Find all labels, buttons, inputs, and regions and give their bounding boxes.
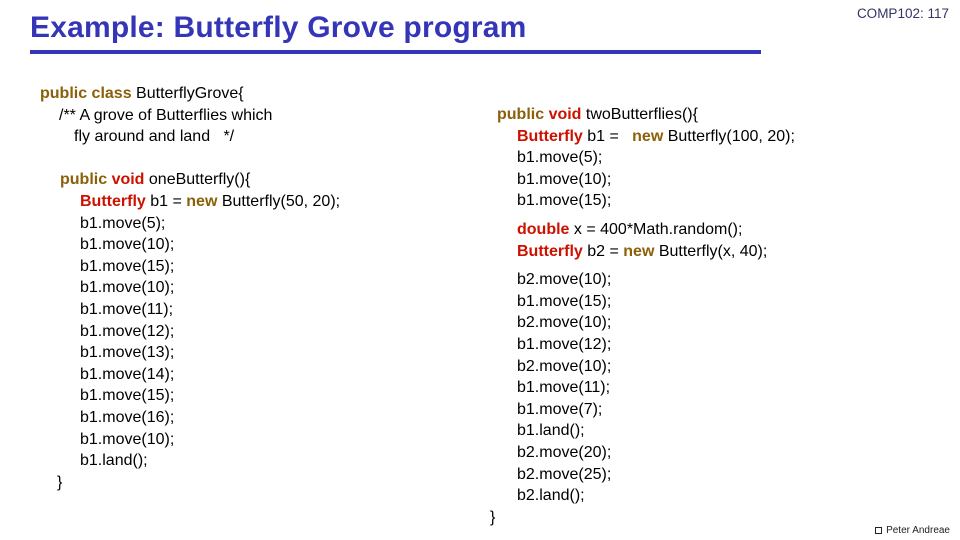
code-line: public void twoButterflies(){ — [490, 104, 795, 126]
code-line: b2.move(25); — [490, 464, 795, 486]
code-line: public void oneButterfly(){ — [40, 169, 340, 191]
code-line: b1.move(14); — [40, 364, 340, 386]
code-segment: void — [111, 171, 149, 189]
code-line: b1.move(5); — [40, 213, 340, 235]
code-segment: } — [57, 473, 63, 491]
code-line: double x = 400*Math.random(); — [490, 219, 795, 241]
code-line: b1.move(15); — [40, 385, 340, 407]
code-line: } — [40, 472, 340, 494]
code-line: b1.move(11); — [40, 299, 340, 321]
code-segment: b1.move(10); — [80, 236, 175, 254]
code-segment: Butterfly — [80, 192, 151, 210]
code-line: fly around and land */ — [40, 126, 340, 148]
code-line: b1.land(); — [40, 450, 340, 472]
code-segment: public — [497, 106, 549, 123]
code-line: Butterfly b2 = new Butterfly(x, 40); — [490, 241, 795, 263]
code-line: b1.move(11); — [490, 377, 795, 399]
footer-credit: Peter Andreae — [875, 525, 950, 536]
code-segment: b1.move(14); — [80, 365, 175, 383]
code-segment: void — [548, 106, 586, 123]
code-line: b1.move(12); — [490, 334, 795, 356]
code-line: b2.move(20); — [490, 442, 795, 464]
code-segment: double — [517, 220, 574, 238]
code-segment: b1.move(5); — [517, 149, 603, 167]
code-line: b1.move(10); — [40, 429, 340, 451]
code-segment: /** A grove of Butterflies which — [59, 106, 273, 124]
code-segment: Butterfly(50, 20); — [221, 192, 341, 210]
code-segment: b1.move(13); — [80, 344, 175, 362]
code-segment: Butterfly(100, 20); — [667, 127, 795, 145]
code-line: b1.move(15); — [490, 291, 795, 313]
page-title: Example: Butterfly Grove program — [30, 11, 527, 44]
code-line: b1.move(7); — [490, 399, 795, 421]
code-line: b1.move(12); — [40, 321, 340, 343]
code-line: b1.move(15); — [490, 190, 795, 212]
footer-credit-text: Peter Andreae — [886, 525, 950, 536]
code-segment: b1.land(); — [80, 452, 148, 470]
code-line: b2.land(); — [490, 485, 795, 507]
code-segment: b1.move(15); — [517, 192, 612, 210]
code-segment: b2.move(10); — [517, 357, 612, 375]
code-segment: b1.move(10); — [80, 430, 175, 448]
code-line: Butterfly b1 = new Butterfly(100, 20); — [490, 126, 795, 148]
code-segment: b1 = — [587, 127, 633, 145]
code-segment: b1.move(12); — [517, 335, 612, 353]
code-line: b1.move(10); — [40, 234, 340, 256]
code-segment: b1.move(10); — [517, 170, 612, 188]
code-line: Butterfly b1 = new Butterfly(50, 20); — [40, 191, 340, 213]
code-line: b1.move(13); — [40, 342, 340, 364]
title-underline — [30, 50, 761, 54]
code-segment: b2.move(25); — [517, 465, 612, 483]
code-segment: b1.move(7); — [517, 400, 603, 418]
code-segment: b1.move(15); — [517, 292, 612, 310]
code-segment: oneButterfly(){ — [148, 171, 251, 189]
code-line: b2.move(10); — [490, 269, 795, 291]
code-segment: b1.land(); — [517, 422, 585, 440]
code-segment: b2.land(); — [517, 487, 585, 505]
code-line: b1.move(10); — [40, 277, 340, 299]
code-segment: new — [623, 242, 659, 260]
code-segment: b1.move(15); — [80, 257, 175, 275]
code-segment: } — [490, 508, 496, 526]
code-segment: b1.move(12); — [80, 322, 175, 340]
code-line: b1.move(15); — [40, 256, 340, 278]
code-segment: public — [60, 171, 112, 189]
code-segment: fly around and land */ — [74, 128, 235, 146]
code-segment: b2.move(10); — [517, 271, 612, 289]
code-line: b1.move(5); — [490, 147, 795, 169]
code-segment: Butterfly — [517, 242, 588, 260]
code-segment: b1.move(15); — [80, 387, 175, 405]
code-segment: new — [632, 127, 668, 145]
code-segment: b1.move(10); — [80, 279, 175, 297]
code-segment: Butterfly(x, 40); — [658, 242, 768, 260]
code-line: /** A grove of Butterflies which — [40, 105, 340, 127]
code-line — [40, 148, 340, 170]
course-slide-number: COMP102: 117 — [856, 6, 949, 21]
code-line: public class ButterflyGrove{ — [40, 83, 340, 105]
code-segment: b1.move(16); — [80, 408, 175, 426]
code-segment: b2.move(10); — [517, 314, 612, 332]
code-block-one-butterfly: public class ButterflyGrove{/** A grove … — [40, 83, 340, 493]
code-line: b1.land(); — [490, 420, 795, 442]
code-segment: b1.move(11); — [80, 300, 174, 318]
code-segment: Butterfly — [517, 127, 588, 145]
code-segment: b1.move(11); — [517, 379, 611, 397]
code-segment: ButterflyGrove{ — [136, 85, 244, 102]
code-segment: twoButterflies(){ — [585, 106, 698, 123]
code-line: b1.move(10); — [490, 169, 795, 191]
code-segment: new — [186, 192, 222, 210]
code-line: b1.move(16); — [40, 407, 340, 429]
code-block-two-butterflies: public void twoButterflies(){Butterfly b… — [490, 104, 795, 528]
code-line: } — [490, 507, 795, 529]
code-segment: b1 = — [150, 192, 187, 210]
code-segment: b1.move(5); — [80, 214, 166, 232]
code-segment: b2.move(20); — [517, 443, 612, 461]
code-segment: x = 400*Math.random(); — [573, 220, 743, 238]
copyright-icon — [875, 527, 883, 534]
code-segment: b2 = — [587, 242, 624, 260]
code-segment: public class — [40, 85, 137, 102]
code-line: b2.move(10); — [490, 356, 795, 378]
code-line: b2.move(10); — [490, 312, 795, 334]
